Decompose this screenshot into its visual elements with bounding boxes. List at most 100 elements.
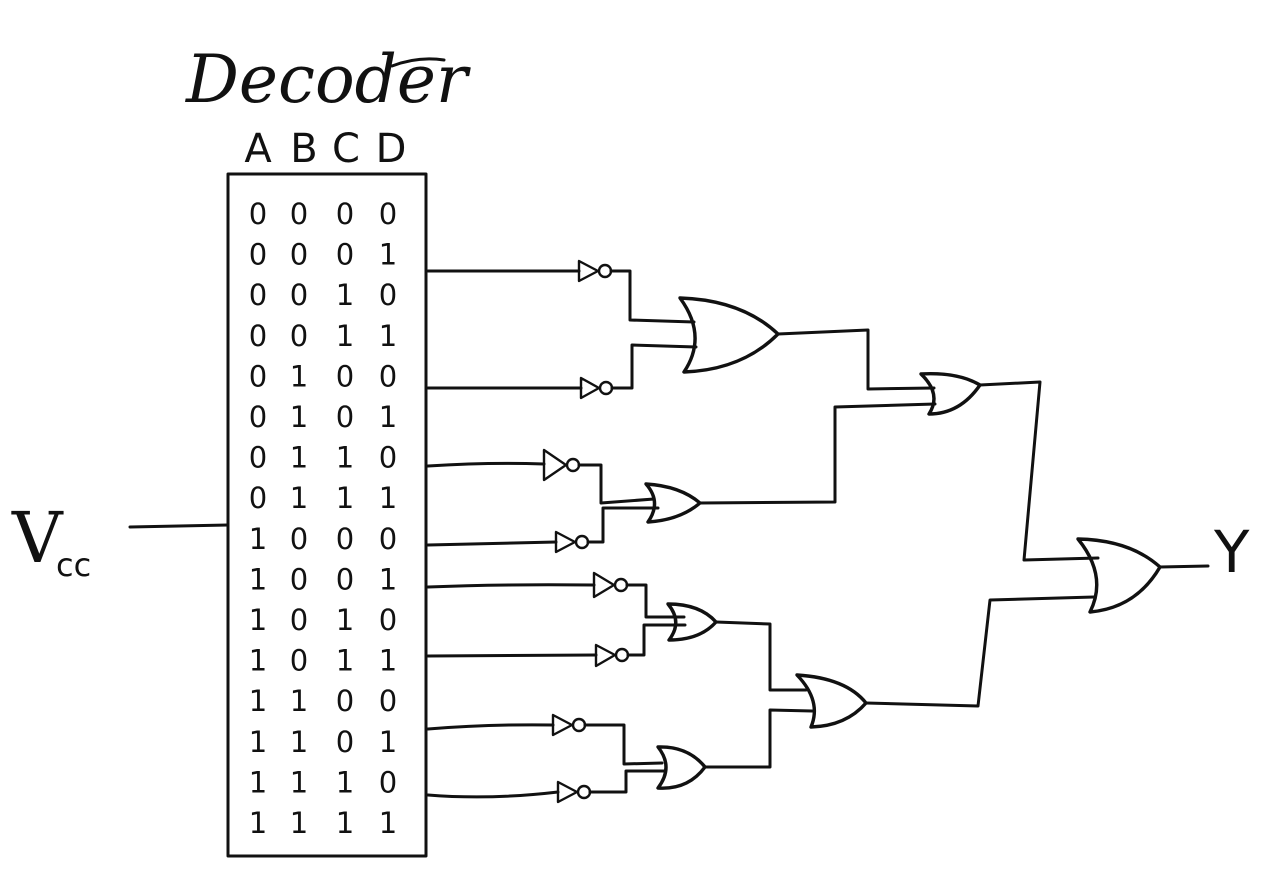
vcc-label: V: [11, 497, 64, 579]
truth-table-cell: 0: [379, 522, 397, 556]
inverters: [542, 259, 630, 804]
truth-table-cell: 1: [336, 278, 354, 312]
truth-table-cell: 0: [336, 359, 354, 393]
column-headers: A B C D: [244, 126, 406, 172]
truth-table-cell: 0: [249, 319, 267, 353]
truth-table-cell: 1: [249, 765, 267, 799]
truth-table-cell: 1: [336, 481, 354, 515]
vcc-input-wire: [128, 523, 230, 529]
truth-table-cell: 0: [290, 319, 308, 353]
truth-table-cell: 1: [336, 603, 354, 637]
decoder-output-wires: [426, 269, 598, 799]
or-gate-icon: [678, 296, 780, 374]
not-gate-icon: [594, 643, 630, 668]
truth-table-cell: 0: [336, 197, 354, 231]
vcc-subscript: cc: [56, 546, 91, 584]
or-gate-icon: [666, 602, 718, 642]
truth-table-cell: 1: [379, 238, 397, 272]
truth-table-cell: 1: [290, 400, 308, 434]
truth-table-cell: 1: [249, 684, 267, 718]
truth-table-cell: 1: [379, 562, 397, 596]
output-wire-1010: [426, 653, 598, 658]
truth-table-cell: 0: [336, 522, 354, 556]
truth-table-cell: 1: [249, 806, 267, 840]
truth-table-cell: 0: [290, 522, 308, 556]
truth-table-cell: 1: [379, 806, 397, 840]
truth-table-cell: 1: [249, 522, 267, 556]
truth-table-cell: 1: [290, 806, 308, 840]
truth-table-cell: 0: [336, 400, 354, 434]
truth-table-cell: 1: [290, 481, 308, 515]
or-interconnect-wires: [698, 328, 1210, 769]
truth-table-cell: 1: [336, 806, 354, 840]
truth-table-cell: 0: [290, 197, 308, 231]
truth-table-cell: 0: [379, 765, 397, 799]
not-gate-icon: [556, 780, 592, 804]
truth-table-cell: 0: [379, 603, 397, 637]
output-wire-1100: [426, 723, 555, 731]
column-header-a: A: [244, 126, 272, 172]
truth-table-cell: 0: [336, 725, 354, 759]
output-wire-0101: [426, 461, 546, 468]
output-label-y: Y: [1213, 518, 1250, 586]
not-gate-icon: [579, 376, 614, 400]
truth-table-cell: 1: [336, 644, 354, 678]
or-gate-icon: [795, 673, 868, 729]
output-wire-0111: [426, 540, 558, 547]
truth-table-cell: 0: [379, 684, 397, 718]
truth-table-cell: 0: [249, 278, 267, 312]
truth-table-cell: 0: [336, 238, 354, 272]
truth-table-cell: 1: [379, 725, 397, 759]
truth-table-cell: 1: [336, 319, 354, 353]
inverter-to-or-wires: [577, 269, 698, 794]
truth-table-cell: 1: [290, 725, 308, 759]
truth-table-cell: 1: [379, 644, 397, 678]
decoder-title: Decoder: [185, 41, 471, 118]
column-header-b: B: [290, 126, 317, 172]
truth-table-cell: 0: [290, 644, 308, 678]
column-header-c: C: [332, 126, 360, 172]
title-underline-flourish: [390, 57, 446, 68]
truth-table-cell: 0: [290, 278, 308, 312]
truth-table-cell: 0: [249, 359, 267, 393]
truth-table-cell: 1: [336, 441, 354, 475]
truth-table-cell: 1: [290, 684, 308, 718]
truth-table-cell: 0: [290, 562, 308, 596]
truth-table-cell: 0: [249, 238, 267, 272]
truth-table-cell: 1: [249, 603, 267, 637]
or-gate-icon: [644, 482, 702, 524]
not-gate-icon: [554, 530, 590, 554]
truth-table-cell: 0: [249, 481, 267, 515]
truth-table-cell: 1: [249, 725, 267, 759]
truth-table-cell: 1: [290, 359, 308, 393]
or-gate-icon: [1076, 537, 1162, 614]
not-gate-icon: [577, 259, 613, 283]
truth-table-cell: 1: [336, 765, 354, 799]
truth-table-cell: 0: [379, 197, 397, 231]
or-gate-icon: [656, 745, 707, 790]
truth-table-cell: 0: [336, 684, 354, 718]
truth-table-cell: 0: [379, 359, 397, 393]
or-gates: [644, 296, 1162, 790]
output-wire-y: [1158, 564, 1210, 569]
truth-table-cell: 1: [249, 644, 267, 678]
decoder-box: [226, 172, 428, 858]
truth-table-cell: 1: [379, 319, 397, 353]
truth-table-cell: 0: [290, 603, 308, 637]
truth-table-cell: 1: [290, 765, 308, 799]
column-header-d: D: [376, 126, 407, 172]
truth-table-cell: 0: [249, 197, 267, 231]
not-gate-icon: [542, 448, 581, 482]
truth-table-cell: 0: [336, 562, 354, 596]
output-wire-1110: [426, 790, 560, 799]
or-gate-icon: [919, 372, 982, 416]
truth-table-cell: 0: [379, 441, 397, 475]
truth-table-cell: 1: [379, 400, 397, 434]
not-gate-icon: [551, 713, 587, 737]
truth-table-cell: 1: [249, 562, 267, 596]
output-wire-1000: [426, 583, 596, 589]
truth-table-cell: 1: [379, 481, 397, 515]
truth-table-cell: 0: [249, 400, 267, 434]
